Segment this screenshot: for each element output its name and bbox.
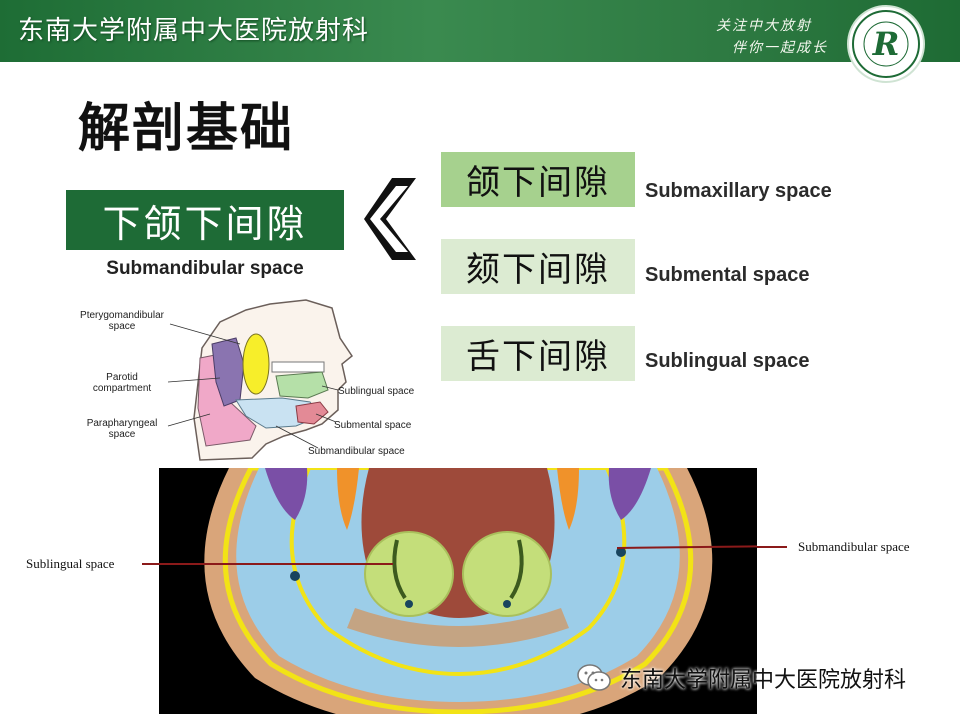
subspace-box-submaxillary: 颌下间隙 <box>441 152 635 207</box>
hospital-logo: R <box>846 4 926 84</box>
header-slogan-line1: 关注中大放射 <box>716 15 812 35</box>
header-slogan-line2: 伴你一起成长 <box>732 37 828 57</box>
main-concept-box: 下颌下间隙 <box>66 190 344 250</box>
label-submandibular-space: Submandibular space <box>308 446 405 457</box>
label-sublingual-space: Sublingual space <box>338 386 414 397</box>
subspace-english-sublingual: Sublingual space <box>645 350 809 373</box>
subspace-english-submaxillary: Submaxillary space <box>645 180 832 203</box>
label-parotid-compartment: Parotid compartment <box>72 372 172 394</box>
label-submental-space: Submental space <box>334 420 411 431</box>
header-title: 东南大学附属中大医院放射科 <box>18 10 369 47</box>
brace-arrow-icon <box>362 176 418 262</box>
subspace-english-submental: Submental space <box>645 264 810 287</box>
subspace-box-sublingual: 舌下间隙 <box>441 326 635 381</box>
pointer-line-right <box>757 545 787 549</box>
watermark: 东南大学附属中大医院放射科 <box>576 662 906 694</box>
label-pterygomandibular-space: Pterygomandibular space <box>72 310 172 332</box>
logo-letter: R <box>872 25 900 63</box>
main-concept-english: Submandibular space <box>66 258 344 280</box>
label-parapharyngeal-space: Parapharyngeal space <box>72 418 172 440</box>
subspace-box-submental: 颏下间隙 <box>441 239 635 294</box>
wechat-icon <box>576 663 612 693</box>
anatomy-diagram: Pterygomandibular space Parotid compartm… <box>70 298 440 463</box>
watermark-text: 东南大学附属中大医院放射科 <box>620 662 906 694</box>
pointer-line-left <box>142 562 162 566</box>
atlas-label-submandibular: Submandibular space <box>798 539 910 555</box>
page-title: 解剖基础 <box>78 86 294 161</box>
atlas-label-sublingual: Sublingual space <box>26 556 114 572</box>
